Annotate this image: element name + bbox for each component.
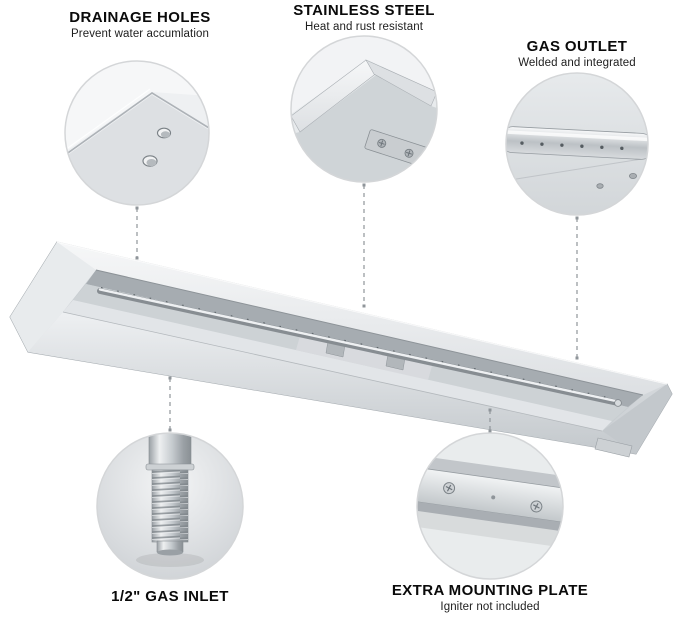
gas-inlet-title: 1/2" GAS INLET xyxy=(111,588,229,605)
tube-port xyxy=(560,143,564,147)
pan-hole xyxy=(629,172,638,179)
mounting-plate-detail xyxy=(417,433,563,579)
pan-top-edge-highlight xyxy=(56,241,668,385)
leader-lines xyxy=(136,185,578,431)
drainage-holes-subtitle: Prevent water accumlation xyxy=(70,28,210,40)
pan-hole xyxy=(596,183,604,189)
stainless-steel-zoom-circle xyxy=(290,35,438,183)
stainless-steel-subtitle: Heat and rust resistant xyxy=(304,21,423,33)
stainless-steel-detail xyxy=(291,36,437,182)
circle-border xyxy=(505,72,649,216)
burner-tube-end xyxy=(614,399,622,407)
tube-port xyxy=(520,141,524,145)
tube-port xyxy=(600,145,604,150)
circle-border xyxy=(416,432,564,580)
tube-port xyxy=(620,146,624,151)
plate-screw xyxy=(530,500,543,513)
pan-back-flange xyxy=(57,242,667,395)
drainage-holes-detail xyxy=(65,61,209,205)
callout-label-gas-inlet: 1/2" GAS INLET xyxy=(111,588,229,605)
mounting-plate-subtitle: Igniter not included xyxy=(440,601,540,613)
leader-line-markers xyxy=(135,183,579,433)
pan-front-face xyxy=(28,312,636,454)
tube-port xyxy=(540,142,544,146)
burner-tube xyxy=(97,288,621,406)
pan-left-flange xyxy=(10,242,96,352)
callout-label-gas-outlet: GAS OUTLET Welded and integrated xyxy=(518,38,636,69)
gas-inlet-detail xyxy=(97,433,243,579)
callout-label-stainless-steel: STAINLESS STEEL Heat and rust resistant xyxy=(293,2,435,33)
pan-right-end-cap xyxy=(602,384,672,454)
callout-label-drainage-holes: DRAINAGE HOLES Prevent water accumlation xyxy=(69,9,210,40)
mounting-plate-title: EXTRA MOUNTING PLATE xyxy=(391,582,589,599)
circle-border xyxy=(64,60,210,206)
circle-border xyxy=(96,432,244,580)
plate-screw xyxy=(443,482,456,495)
gas-outlet-title: GAS OUTLET xyxy=(526,38,628,55)
mounting-plate-zoom-circle xyxy=(416,432,564,580)
gas-outlet-zoom-circle xyxy=(505,72,649,216)
pan-front-rim-line xyxy=(62,311,603,432)
pan-interior-back-wall xyxy=(86,270,643,407)
gas-outlet-subtitle: Welded and integrated xyxy=(518,57,636,69)
gas-outlet-detail xyxy=(506,73,648,215)
tube-port xyxy=(580,144,584,148)
pan-inner-rim-line xyxy=(95,269,644,396)
burner-tube-highlight xyxy=(98,288,620,403)
stainless-steel-title: STAINLESS STEEL xyxy=(293,2,435,19)
drainage-holes-zoom-circle xyxy=(64,60,210,206)
circle-border xyxy=(290,35,438,183)
fire-pit-pan xyxy=(9,241,673,458)
plate-hole xyxy=(491,495,496,500)
drainage-holes-title: DRAINAGE HOLES xyxy=(69,9,211,26)
callout-label-mounting-plate: EXTRA MOUNTING PLATE Igniter not include… xyxy=(392,582,588,613)
pan-interior-front-wall xyxy=(63,300,612,431)
gas-inlet-fitting xyxy=(145,433,195,556)
gas-inlet-tab xyxy=(594,437,633,458)
gas-inlet-zoom-circle xyxy=(96,432,244,580)
gas-outlet-tube xyxy=(506,126,648,160)
pipe-threads xyxy=(152,470,188,542)
